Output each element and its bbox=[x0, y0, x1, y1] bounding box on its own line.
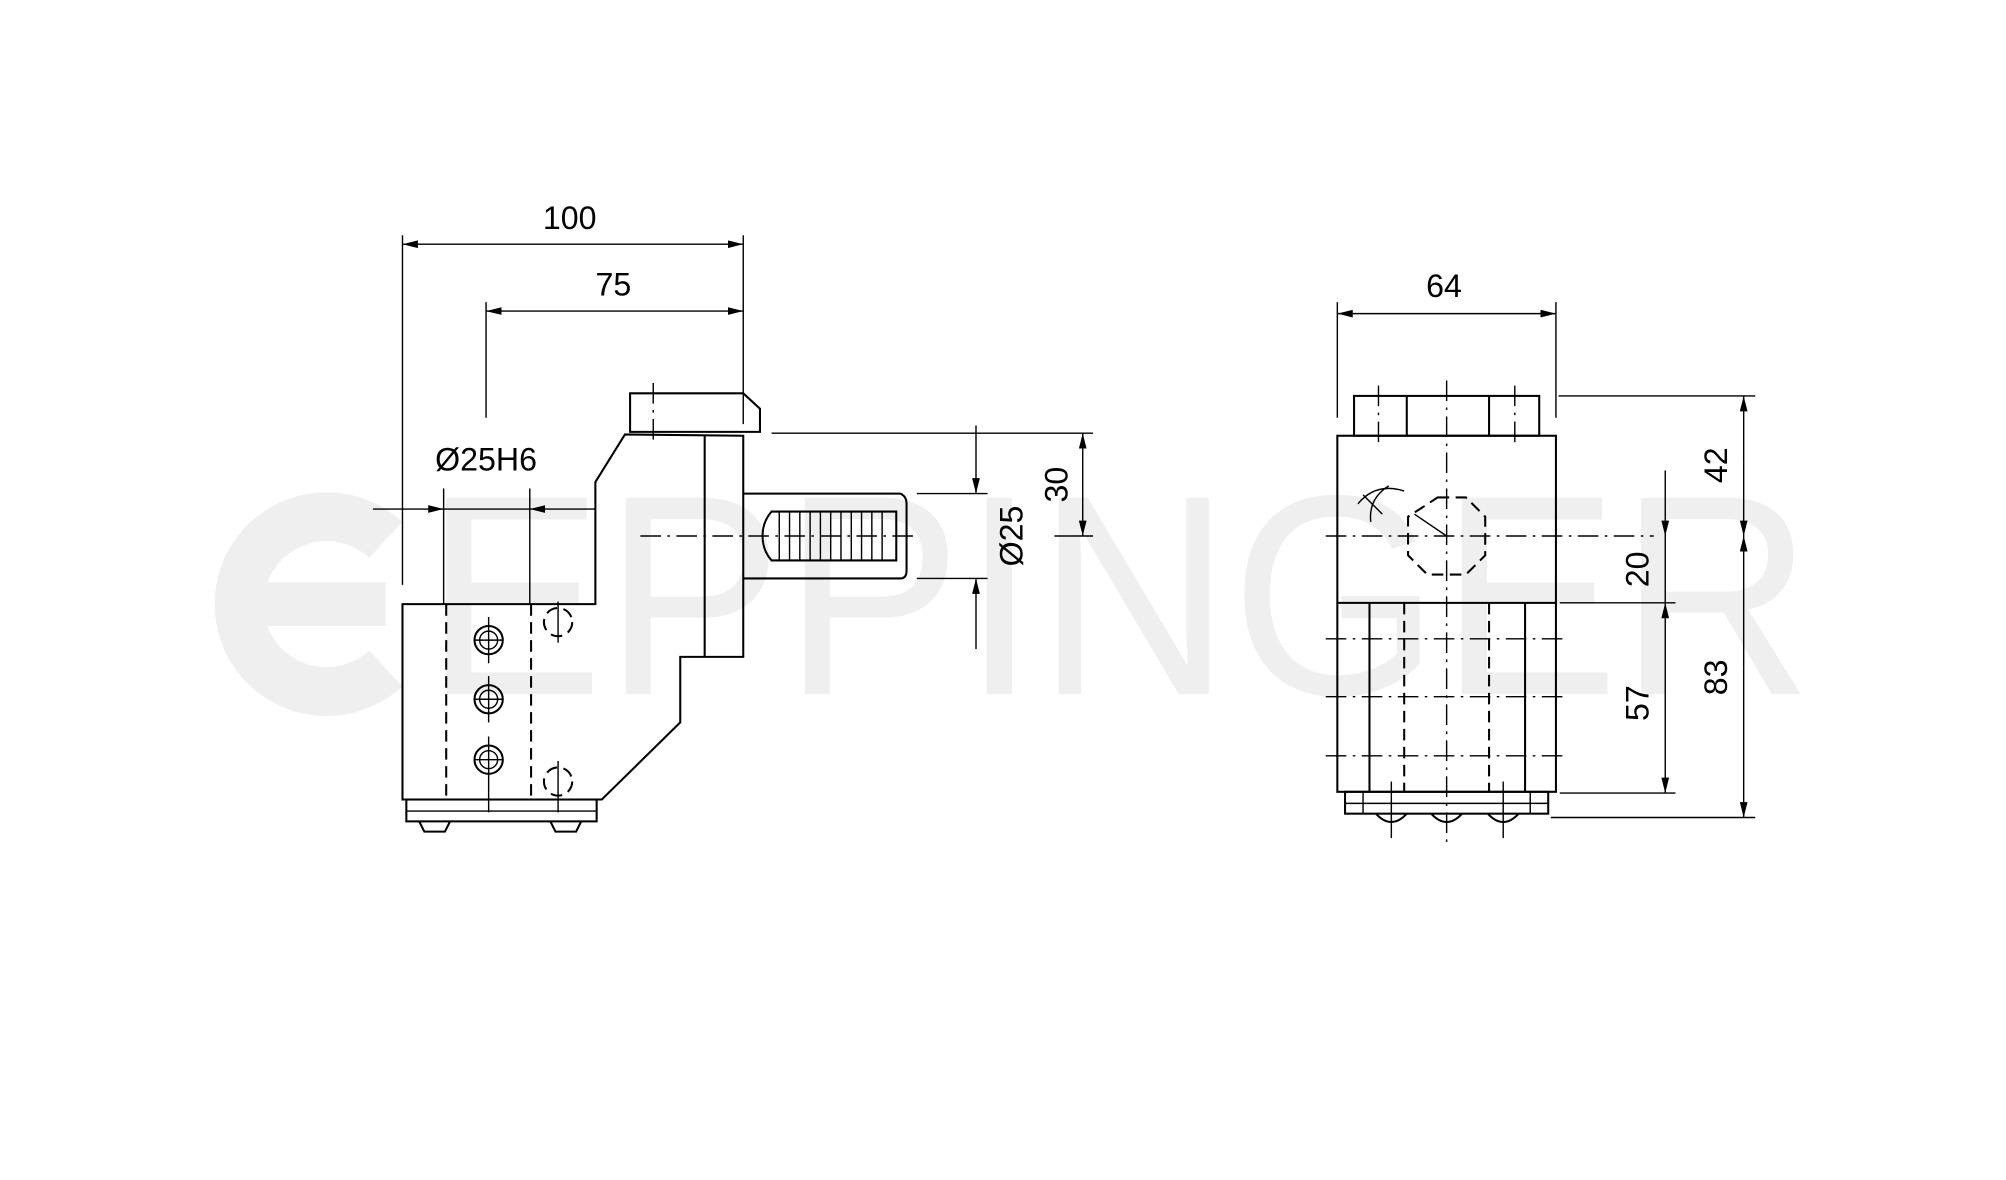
dim-label-83: 83 bbox=[1698, 660, 1734, 696]
angle-marker-icon bbox=[1357, 485, 1405, 522]
dim-label-20: 20 bbox=[1620, 552, 1656, 588]
shaft bbox=[743, 492, 908, 580]
dim-label-57: 57 bbox=[1620, 685, 1656, 721]
watermark-logo-icon bbox=[214, 492, 403, 716]
dim-label-100: 100 bbox=[543, 200, 597, 236]
watermark-text: EPPINGER bbox=[424, 437, 1813, 755]
dim-label-shaft-diameter: Ø25 bbox=[993, 506, 1029, 567]
watermark: EPPINGER bbox=[214, 437, 1813, 755]
dim-label-30: 30 bbox=[1038, 467, 1074, 503]
dim-label-75: 75 bbox=[596, 267, 632, 303]
body-outline bbox=[401, 433, 745, 801]
front-view: 64 bbox=[1325, 268, 1756, 842]
screw-icon bbox=[473, 616, 504, 664]
side-view: 100 75 Ø25H6 bbox=[372, 200, 1094, 833]
screw-icon bbox=[473, 676, 504, 723]
dim-label-64: 64 bbox=[1426, 268, 1462, 304]
dim-label-bore: Ø25H6 bbox=[435, 441, 537, 477]
dim-label-42: 42 bbox=[1698, 447, 1734, 483]
top-clamp bbox=[629, 392, 761, 433]
